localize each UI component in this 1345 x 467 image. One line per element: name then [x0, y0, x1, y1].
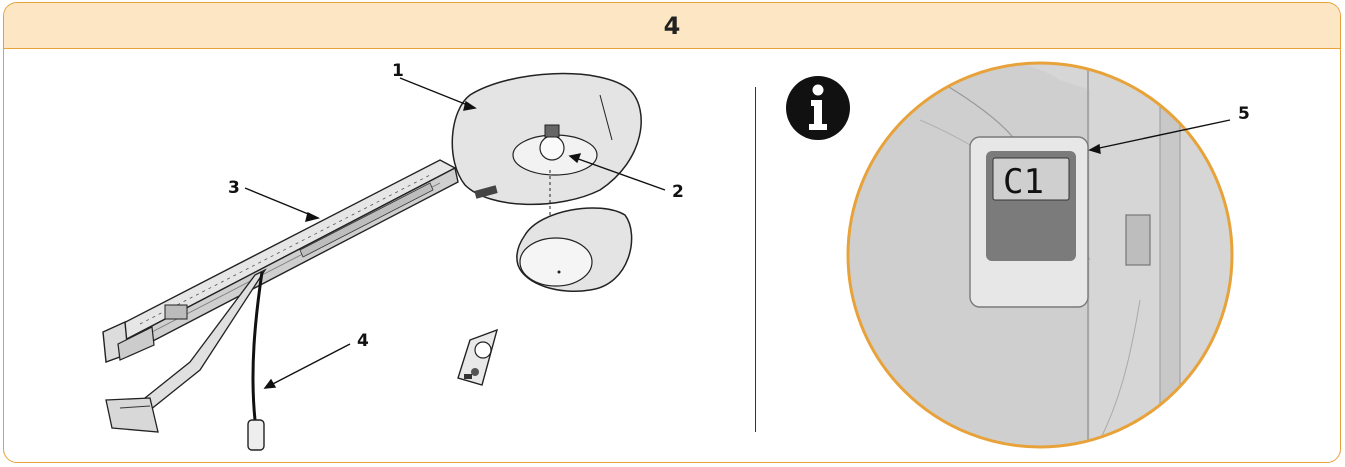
leader-line-5	[1088, 119, 1231, 154]
callout-3: 3	[228, 178, 240, 198]
remote-control	[457, 328, 499, 386]
callout-1: 1	[392, 61, 404, 81]
lcd-screen	[992, 157, 1070, 201]
figure-frame: 4	[3, 2, 1341, 463]
panel-divider	[755, 87, 756, 432]
rail	[108, 159, 459, 356]
front-bracket	[102, 304, 188, 363]
release-cord	[247, 271, 265, 451]
step-number: 4	[663, 11, 681, 40]
callout-2: 2	[672, 182, 684, 202]
callout-4: 4	[357, 331, 369, 351]
magnified-view: C1	[846, 61, 1234, 449]
door-arm	[105, 268, 267, 433]
light-cover	[516, 207, 633, 292]
motor-head	[451, 72, 642, 215]
callout-5: 5	[1238, 104, 1250, 124]
info-icon	[786, 76, 850, 140]
step-header: 4	[4, 3, 1340, 49]
leader-lines-left	[244, 77, 666, 389]
lcd-readout: C1	[1003, 162, 1044, 202]
opener-assembly	[102, 72, 642, 451]
